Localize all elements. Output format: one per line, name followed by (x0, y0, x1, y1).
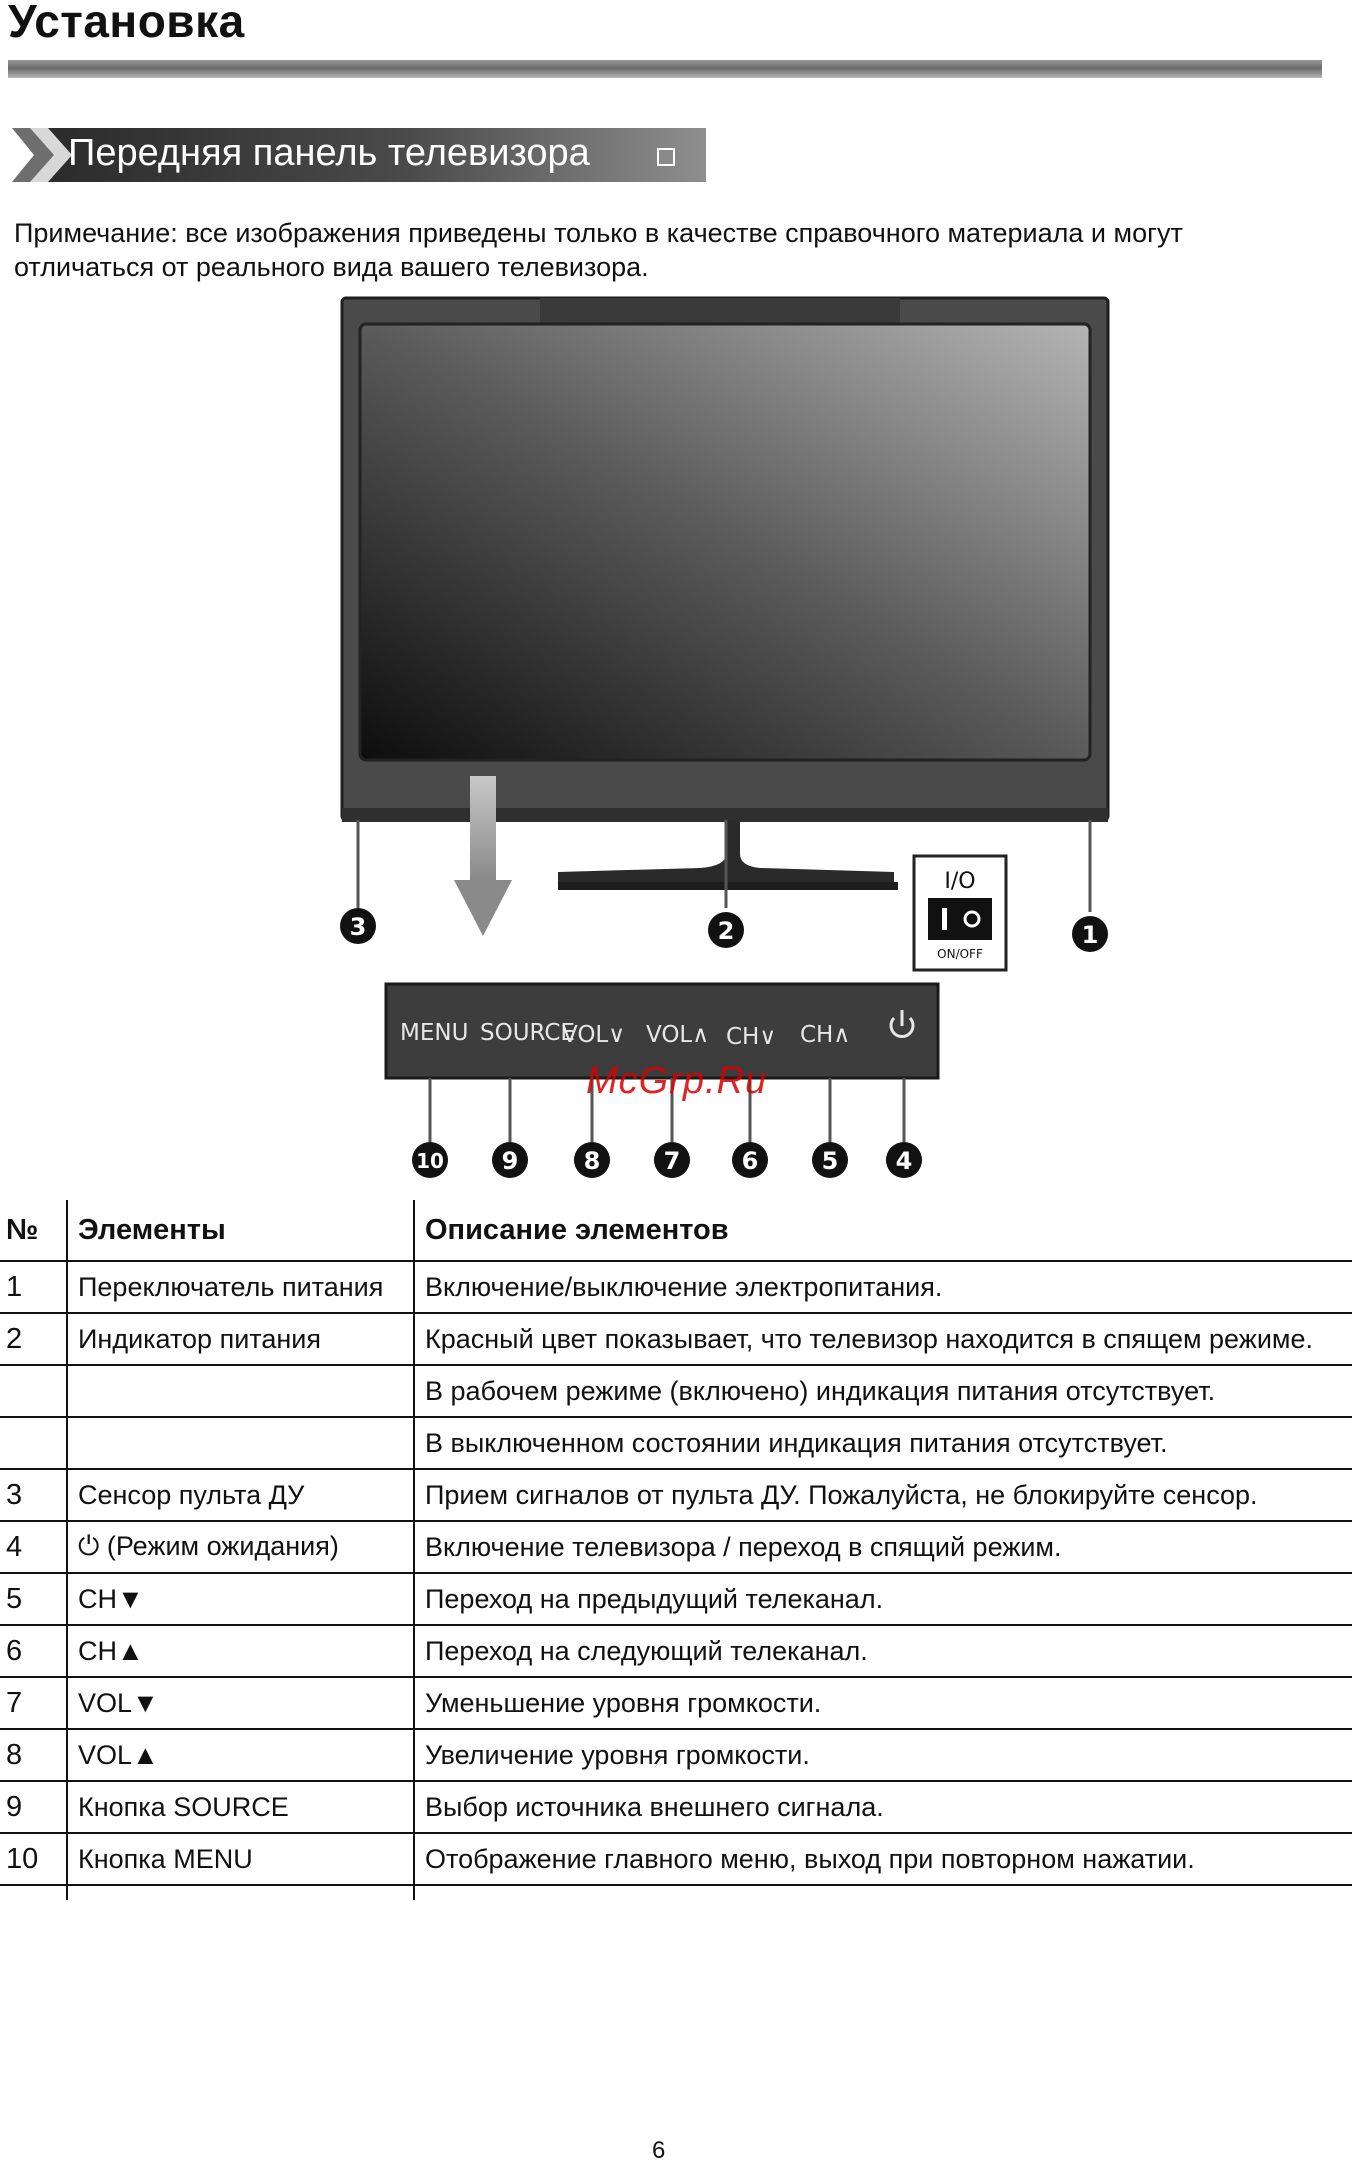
callout-8: 8 (574, 1142, 610, 1178)
row-num: 1 (0, 1261, 67, 1314)
callout-7: 7 (654, 1142, 690, 1178)
header-description: Описание элементов (413, 1200, 1352, 1262)
panel-button-ch-up: CH∧ (800, 1022, 850, 1048)
row-num (0, 1417, 67, 1470)
section-banner (12, 128, 706, 182)
header-num: № (0, 1200, 67, 1262)
svg-text:4: 4 (896, 1147, 913, 1175)
row-element: CH▲ (66, 1625, 414, 1678)
power-icon (889, 1010, 915, 1038)
panel-button-source: SOURCE (480, 1020, 575, 1046)
page-title: Установка (8, 0, 245, 47)
page-number: 6 (652, 2137, 666, 2164)
row-description: Переход на следующий телеканал. (413, 1625, 1352, 1678)
callout-9: 9 (492, 1142, 528, 1178)
square-icon (657, 148, 675, 166)
row-num: 4 (0, 1521, 67, 1574)
note-text: Примечание: все изображения приведены то… (14, 218, 1183, 282)
callout-2: 2 (708, 912, 744, 948)
header-elements: Элементы (66, 1200, 414, 1262)
svg-text:7: 7 (664, 1147, 681, 1175)
svg-text:2: 2 (718, 917, 735, 945)
row-element: Переключатель питания (66, 1261, 414, 1314)
row-description: Уменьшение уровня громкости. (413, 1677, 1352, 1730)
row-num: 8 (0, 1729, 67, 1782)
row-num: 2 (0, 1313, 67, 1366)
switch-top-label: I/O (944, 869, 975, 894)
row-num: 3 (0, 1469, 67, 1522)
callout-5: 5 (812, 1142, 848, 1178)
row-description: Включение телевизора / переход в спящий … (413, 1521, 1352, 1574)
svg-text:6: 6 (742, 1147, 759, 1175)
tv-body (340, 296, 1110, 890)
callout-4: 4 (886, 1142, 922, 1178)
callout-6: 6 (732, 1142, 768, 1178)
svg-text:3: 3 (350, 913, 367, 941)
row-num: 7 (0, 1677, 67, 1730)
panel-button-vol-up: VOL∧ (646, 1022, 709, 1048)
row-element (66, 1417, 414, 1470)
row-description: Переход на предыдущий телеканал. (413, 1573, 1352, 1626)
row-description: Красный цвет показывает, что телевизор н… (413, 1313, 1352, 1366)
down-arrow-icon (454, 776, 512, 936)
row-element: Индикатор питания (66, 1313, 414, 1366)
table-tail-row (0, 1885, 1352, 1900)
row-num: 9 (0, 1781, 67, 1834)
row-element: Кнопка MENU (66, 1833, 414, 1886)
row-description: Увеличение уровня громкости. (413, 1729, 1352, 1782)
row-description: Выбор источника внешнего сигнала. (413, 1781, 1352, 1834)
table-row: В выключенном состоянии индикация питани… (0, 1417, 1352, 1470)
panel-button-vol-down: VOL∨ (562, 1022, 625, 1048)
row-element: Сенсор пульта ДУ (66, 1469, 414, 1522)
row-num: 10 (0, 1833, 67, 1886)
svg-text:5: 5 (822, 1147, 839, 1175)
title-rule (8, 60, 1322, 78)
callout-3: 3 (340, 908, 376, 944)
watermark: McGrp.Ru (586, 1060, 768, 1102)
switch-bottom-label: ON/OFF (937, 947, 983, 961)
row-element: ⏻ (Режим ожидания) (66, 1521, 414, 1574)
svg-text:1: 1 (1082, 921, 1099, 949)
table-row: 4⏻ (Режим ожидания)Включение телевизора … (0, 1521, 1352, 1574)
row-description: В рабочем режиме (включено) индикация пи… (413, 1365, 1352, 1418)
control-panel: MENU SOURCE VOL∨ VOL∧ CH∨ CH∧ (384, 982, 940, 1080)
row-element: VOL▼ (66, 1677, 414, 1730)
power-switch: I/O ON/OFF (912, 854, 1008, 972)
row-element: CH▼ (66, 1573, 414, 1626)
panel-button-ch-down: CH∨ (726, 1024, 776, 1050)
row-description: Прием сигналов от пульта ДУ. Пожалуйста,… (413, 1469, 1352, 1522)
row-element: VOL▲ (66, 1729, 414, 1782)
row-num (0, 1365, 67, 1418)
tv-front-panel-figure: I/O ON/OFF MENU SOURCE VOL∨ VOL∧ CH∨ CH∧ (340, 296, 1110, 1178)
row-description: В выключенном состоянии индикация питани… (413, 1417, 1352, 1470)
row-num: 6 (0, 1625, 67, 1678)
svg-text:10: 10 (416, 1149, 444, 1173)
section-title: Передняя панель телевизора (68, 132, 590, 174)
row-description: Отображение главного меню, выход при пов… (413, 1833, 1352, 1886)
table-row: В рабочем режиме (включено) индикация пи… (0, 1365, 1352, 1418)
callout-10: 10 (412, 1142, 448, 1178)
svg-text:9: 9 (502, 1147, 519, 1175)
panel-button-menu: MENU (400, 1020, 468, 1046)
row-element: Кнопка SOURCE (66, 1781, 414, 1834)
svg-text:8: 8 (584, 1147, 601, 1175)
table-header-row: № Элементы Описание элементов (0, 1200, 1352, 1262)
row-description: Включение/выключение электропитания. (413, 1261, 1352, 1314)
row-element (66, 1365, 414, 1418)
callout-1: 1 (1072, 916, 1108, 952)
row-num: 5 (0, 1573, 67, 1626)
